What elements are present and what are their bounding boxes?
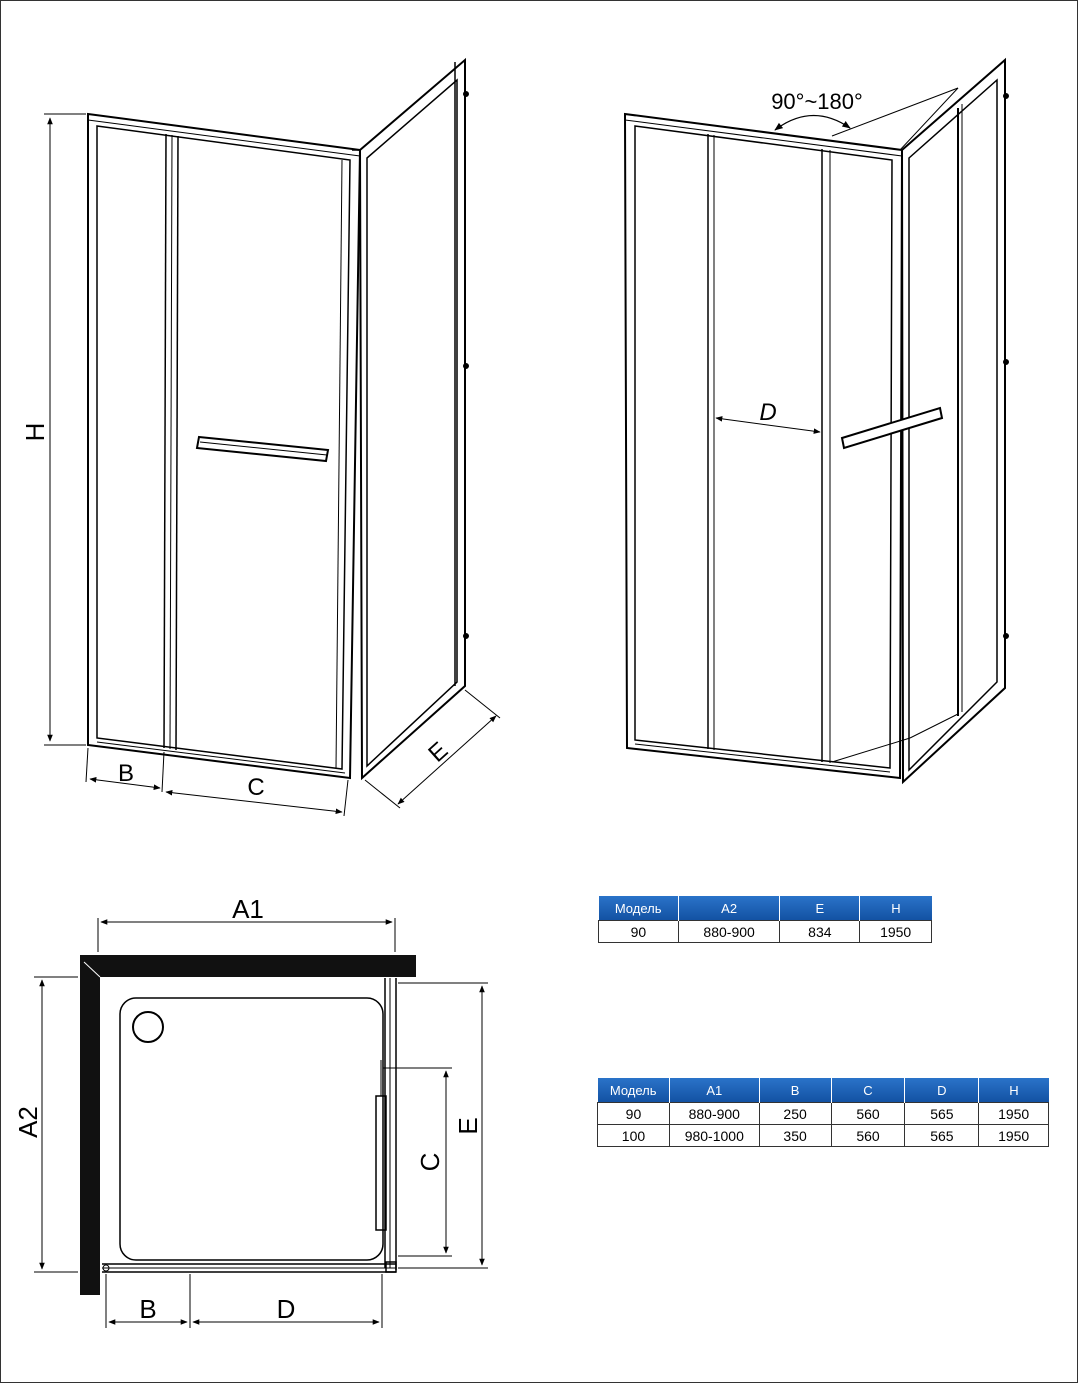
header-cell: A1 [668,1078,760,1103]
label-c-front: C [247,774,264,801]
table-cell: 1950 [978,1102,1049,1125]
table-cell: 980-1000 [668,1124,760,1147]
table-cell: 1950 [859,920,932,943]
header-cell: E [779,896,860,921]
header-cell: Модель [598,896,679,921]
header-cell: Модель [597,1078,670,1103]
header-cell: B [758,1078,832,1103]
header-cell: H [859,896,932,921]
table-cell: 1950 [978,1124,1049,1147]
table-cell: 100 [597,1124,670,1147]
rear-view [623,57,1009,785]
label-b-plan: B [139,1294,156,1324]
label-c-plan: C [415,1153,445,1172]
table-row: 90 880-900 834 1950 [598,920,932,943]
label-b-front: B [118,760,134,787]
label-e-plan: E [453,1117,483,1134]
table-cell: 880-900 [668,1102,760,1125]
label-d-rear: D [759,399,776,426]
table-cell: 565 [904,1102,980,1125]
table-cell: 350 [758,1124,832,1147]
table-cell: 565 [904,1124,980,1147]
label-a2: A2 [13,1106,43,1138]
header-cell: D [904,1078,979,1103]
label-e-front: E [423,737,453,768]
table-cell: 90 [597,1102,670,1125]
header-cell: A2 [677,896,780,921]
plan-view-dimensions [34,918,488,1328]
table-header-row: Модель A1 B C D H [597,1078,1049,1103]
label-a1: A1 [232,894,264,924]
plan-view [80,955,416,1295]
table-cell: 880-900 [677,920,781,943]
label-h: H [20,423,50,442]
table-cell: 90 [598,920,679,943]
table-header-row: Модель A2 E H [598,896,932,921]
table-row: 90 880-900 250 560 565 1950 [597,1102,1049,1125]
table-cell: 250 [758,1102,832,1125]
spec-table-1: Модель A2 E H 90 880-900 834 1950 [598,896,932,943]
front-view [87,57,469,781]
table-cell: 834 [779,920,861,943]
table-cell: 560 [830,1124,906,1147]
label-angle: 90°~180° [771,89,863,114]
header-cell: H [978,1078,1049,1103]
header-cell: C [830,1078,905,1103]
spec-table-2: Модель A1 B C D H 90 880-900 250 560 565… [597,1078,1049,1147]
table-row: 100 980-1000 350 560 565 1950 [597,1124,1049,1147]
rear-view-dimensions [715,416,821,434]
table-cell: 560 [830,1102,906,1125]
label-d-plan: D [277,1294,296,1324]
front-view-dimensions [44,113,501,817]
